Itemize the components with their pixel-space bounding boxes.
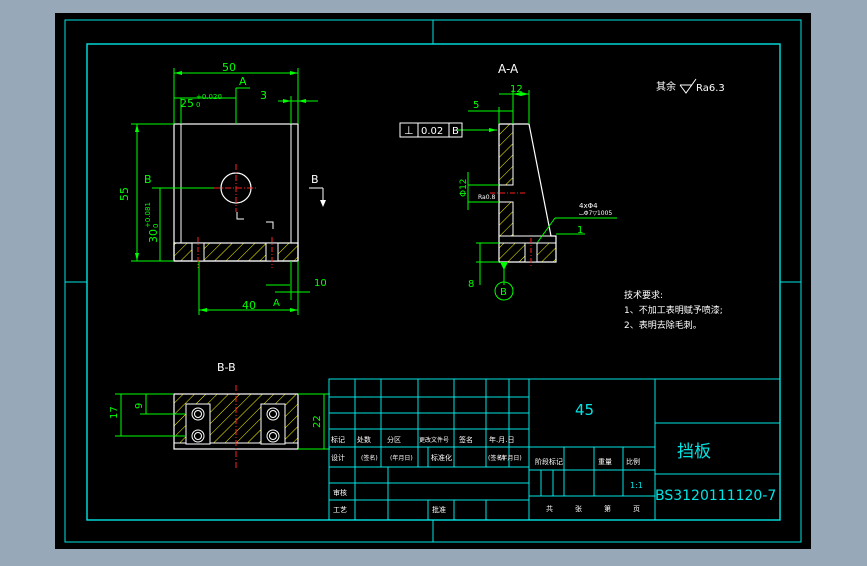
drawing-number: BS3120111120-7 [655, 488, 776, 504]
tech-requirements: 技术要求: 1、不加工表明赋予喷漆; 2、表明去除毛刺。 [624, 289, 723, 331]
dim-base: 40 [242, 299, 256, 312]
title-block [328, 378, 781, 521]
tech-item-2: 2、表明去除毛刺。 [624, 319, 702, 331]
stage-label: 阶段标记 [535, 457, 563, 466]
review-label: 审核 [333, 488, 347, 497]
row-label-zone: 分区 [387, 435, 401, 444]
row-label-mark: 标记 [331, 435, 345, 444]
tech-title: 技术要求: [624, 289, 663, 301]
number-label: 第 [604, 504, 611, 513]
datum-b-label: B [500, 287, 507, 298]
section-bb-view: B-B 17 9 22 [109, 361, 330, 470]
section-a-label: A [239, 75, 247, 88]
scale-value: 1:1 [630, 481, 643, 490]
aa-dim-dia: Φ12 [459, 178, 469, 197]
tech-item-1: 1、不加工表明赋予喷漆; [624, 304, 723, 316]
tolerance-symbol: ⊥ [404, 124, 414, 137]
row-label-sign: 签名 [459, 435, 473, 444]
row2-label-date-2: (年月日) [499, 454, 522, 462]
title-block-text: 45 挡板 BS3120111120-7 1:1 标记 处数 分区 更改文件号 … [331, 401, 776, 514]
row-label-count: 处数 [357, 435, 371, 444]
row-label-change: 更改文件号 [419, 436, 449, 444]
dim-center: 30 [147, 229, 160, 243]
dim-slot: 25 [180, 97, 194, 110]
surface-roughness-note: 其余 Ra6.3 [656, 78, 725, 94]
dim-offset: 10 [314, 278, 327, 289]
aa-dim-bottom: 8 [468, 279, 474, 290]
bb-dim-22: 22 [312, 415, 323, 428]
bb-dim-9: 9 [134, 403, 145, 409]
section-aa-view: A-A [399, 62, 617, 301]
row2-label-date: (年月日) [390, 454, 413, 462]
sheets-label: 张 [575, 504, 582, 513]
section-a-bottom-label: A [273, 298, 280, 309]
dim-height: 55 [118, 187, 131, 201]
main-view: 50 25 +0.020 0 A 3 55 B 30 +0.081 0 40 1… [118, 61, 327, 315]
aa-dim-one: 1 [577, 225, 583, 236]
scale-label: 比例 [626, 457, 640, 466]
row2-label-sign: (签名) [361, 454, 378, 462]
row2-label-design: 设计 [331, 453, 345, 462]
total-label: 共 [546, 504, 553, 513]
material: 45 [575, 401, 594, 419]
tolerance-frame: ⊥ 0.02 B [399, 122, 463, 138]
dim-center-tol: +0.081 [144, 202, 152, 228]
page-label: 页 [633, 505, 640, 513]
approve-label: 批准 [432, 505, 446, 514]
aa-dim-left: 5 [473, 100, 479, 111]
weight-label: 重量 [598, 458, 612, 466]
surface-label: 其余 [656, 80, 676, 93]
datum-b: B [494, 262, 514, 301]
dim-center-tol-lower: 0 [152, 224, 160, 228]
aa-hole-note-2: ⌴Φ7▽1005 [579, 210, 612, 217]
section-bb-title: B-B [217, 361, 236, 374]
tolerance-datum: B [452, 126, 459, 137]
dim-slot-tol-lower: 0 [196, 101, 200, 109]
surface-value: Ra6.3 [696, 83, 725, 94]
dim-width: 50 [222, 61, 236, 74]
row2-label-standard: 标准化 [431, 453, 452, 462]
section-b-right-label: B [311, 173, 319, 186]
dim-a: 3 [260, 89, 267, 102]
aa-dim-top: 12 [510, 84, 523, 95]
aa-rough-local: Ra0.8 [478, 194, 495, 201]
row2-label-sign-2: (签名) [488, 454, 505, 462]
section-b-label: B [144, 173, 152, 186]
tolerance-value: 0.02 [421, 126, 443, 137]
row-label-date: 年.月.日 [489, 435, 514, 444]
section-aa-title: A-A [498, 62, 519, 76]
dim-slot-tol: +0.020 [196, 93, 222, 101]
process-label: 工艺 [333, 506, 347, 514]
part-name: 挡板 [677, 442, 711, 462]
bb-dim-17: 17 [109, 406, 120, 419]
aa-hole-note-1: 4xΦ4 [579, 202, 598, 210]
